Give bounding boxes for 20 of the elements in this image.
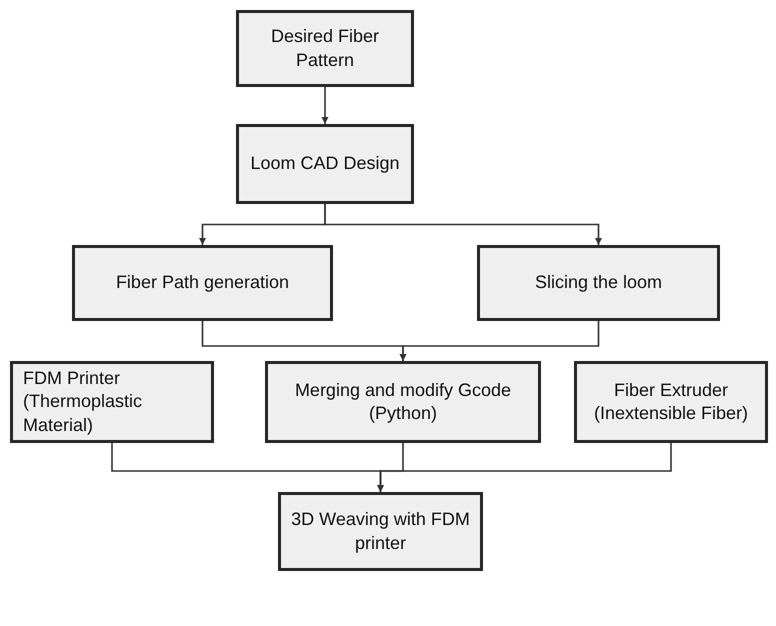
process-box [477,245,720,321]
step-label: Loom CAD Design [250,152,400,176]
connector-arrow [324,204,602,245]
step-label: Desired Fiber Pattern [270,25,380,72]
process-box [236,10,414,87]
step-label: Merging and modify Gcode (Python) [294,378,512,425]
connector-arrow [377,443,672,492]
process-box [265,361,541,443]
process-box [574,361,768,443]
connector-arrow [400,321,600,361]
process-box [72,245,333,321]
step-label: Fiber Extruder (Inextensible Fiber) [592,378,750,425]
connector-arrow [322,87,328,124]
step-label: Slicing the loom [534,271,662,294]
step-label: FDM Printer (Thermoplastic Material) [23,366,144,437]
process-box [236,124,414,204]
step-label: Fiber Path generation [116,271,290,294]
process-box [10,361,214,443]
process-box [278,492,483,571]
step-label: 3D Weaving with FDM printer [291,508,470,555]
